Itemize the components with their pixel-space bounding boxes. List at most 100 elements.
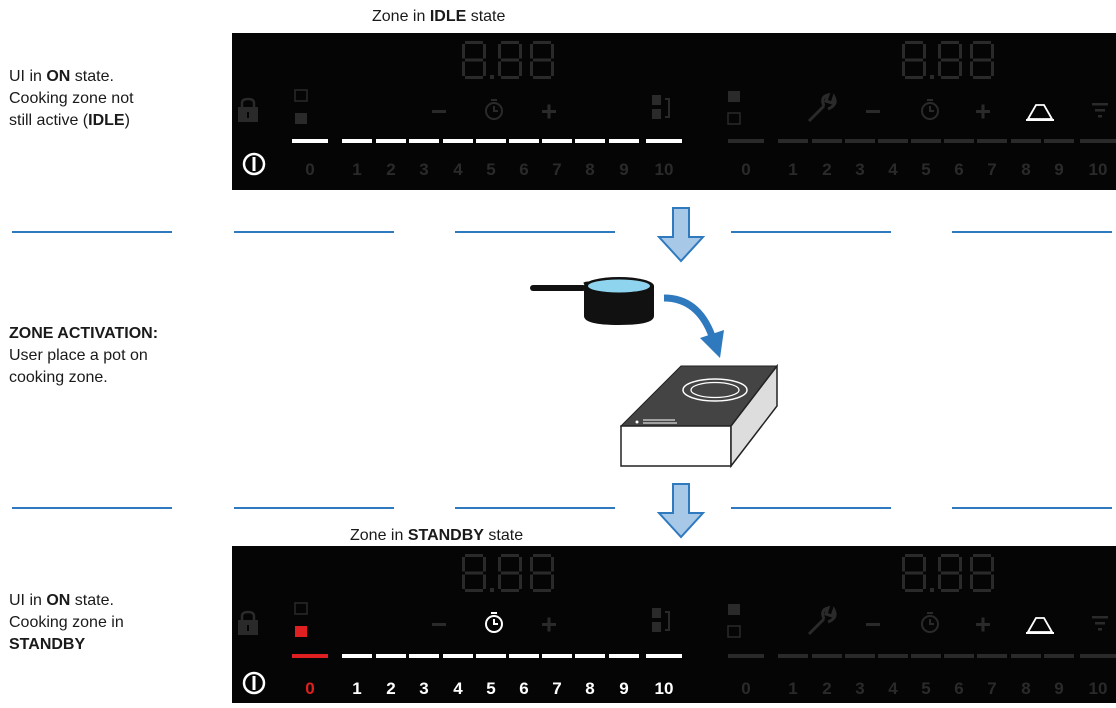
divider-line	[731, 507, 891, 509]
digit-segment	[551, 61, 554, 76]
digit-segment	[923, 44, 926, 59]
plus-icon-zone2-vertical	[981, 104, 985, 119]
level-number-zone2: 1	[788, 679, 797, 698]
display-decimal-point	[490, 588, 494, 592]
digit-segment	[530, 61, 533, 76]
level-bar-zone2	[1044, 654, 1074, 658]
level-number-zone2: 7	[987, 160, 996, 179]
digit-segment	[498, 61, 501, 76]
digit-segment-group	[902, 554, 926, 592]
level-number-zone2: 8	[1021, 679, 1030, 698]
plus-icon-vertical	[547, 617, 551, 632]
bridge-bracket	[665, 98, 670, 118]
digit-segment	[941, 589, 959, 592]
digit-segment	[465, 589, 483, 592]
digit-segment	[991, 61, 994, 76]
level-bar	[443, 654, 473, 658]
lock-icon	[240, 610, 256, 620]
wrench-icon	[807, 605, 837, 636]
digit-segment	[483, 44, 486, 59]
digit-segment	[462, 44, 465, 59]
level-number-zone2: 4	[888, 160, 898, 179]
zone-indicator-active	[295, 113, 307, 124]
digit-segment	[959, 557, 962, 572]
filter-icon-low	[1098, 628, 1102, 631]
digit-segment	[498, 574, 501, 589]
filter-icon-mid	[1095, 109, 1105, 112]
bottom-zone-caption: Zone in STANDBY state	[350, 527, 524, 544]
digit-segment	[938, 44, 941, 59]
level-number: 0	[305, 160, 314, 179]
level-number: 5	[486, 160, 495, 179]
divider-line	[12, 507, 172, 509]
bottom-ui-description: UI in ON state. Cooking zone in STANDBY	[9, 592, 124, 653]
digit-segment	[902, 557, 905, 572]
digit-segment	[973, 76, 991, 79]
digit-segment	[551, 574, 554, 589]
level-number-zone2: 2	[822, 160, 831, 179]
digit-segment	[941, 41, 959, 44]
level-bar-zone2	[878, 139, 908, 143]
level-bar-zone2	[977, 139, 1007, 143]
level-bar	[609, 654, 639, 658]
timer-hand	[493, 106, 498, 112]
digit-segment	[973, 554, 991, 557]
digit-segment	[533, 554, 551, 557]
level-bar	[575, 139, 605, 143]
level-number-zone2: 1	[788, 160, 797, 179]
divider-line	[455, 231, 615, 233]
digit-segment	[501, 571, 519, 575]
digit-segment	[905, 589, 923, 592]
level-bar	[342, 654, 372, 658]
display-decimal-point	[490, 75, 494, 79]
digit-segment	[973, 41, 991, 44]
level-bar	[476, 139, 506, 143]
level-bar	[646, 654, 682, 658]
level-bar	[342, 139, 372, 143]
timer-knob	[491, 99, 497, 101]
digit-segment	[551, 557, 554, 572]
digit-segment	[462, 574, 465, 589]
digit-segment	[905, 554, 923, 557]
digit-segment	[533, 58, 551, 62]
power-line	[252, 676, 256, 690]
timer-icon	[485, 615, 503, 633]
digit-segment	[465, 58, 483, 62]
level-bar-zone2	[778, 654, 808, 658]
digit-segment	[905, 76, 923, 79]
level-bar-zone2	[845, 654, 875, 658]
digit-segment	[530, 557, 533, 572]
digit-segment-group	[530, 554, 554, 592]
digit-segment	[533, 571, 551, 575]
level-bar	[376, 654, 406, 658]
induction-hob-icon	[619, 363, 779, 469]
level-bar-zone2	[911, 139, 941, 143]
digit-segment-group	[902, 41, 926, 79]
digit-segment	[498, 557, 501, 572]
level-bar	[292, 139, 328, 143]
digit-segment-group	[970, 41, 994, 79]
hood-icon	[1026, 617, 1054, 633]
digit-segment	[923, 61, 926, 76]
divider-line	[12, 231, 172, 233]
timer-knob	[491, 612, 497, 614]
divider-line	[234, 231, 394, 233]
level-number-zone2: 0	[741, 160, 750, 179]
level-number: 6	[519, 679, 528, 698]
timer-hand	[929, 106, 934, 112]
bridge-icon-lower	[652, 622, 661, 632]
digit-segment	[970, 557, 973, 572]
level-number-zone2: 7	[987, 679, 996, 698]
digit-segment	[498, 44, 501, 59]
level-number-zone2: 2	[822, 679, 831, 698]
digit-segment	[938, 557, 941, 572]
level-number-zone2: 4	[888, 679, 898, 698]
digit-segment	[938, 61, 941, 76]
level-number-zone2: 10	[1089, 679, 1108, 698]
filter-icon-mid	[1095, 622, 1105, 625]
digit-segment	[923, 574, 926, 589]
level-number: 2	[386, 679, 395, 698]
level-number: 5	[486, 679, 495, 698]
digit-segment	[941, 554, 959, 557]
